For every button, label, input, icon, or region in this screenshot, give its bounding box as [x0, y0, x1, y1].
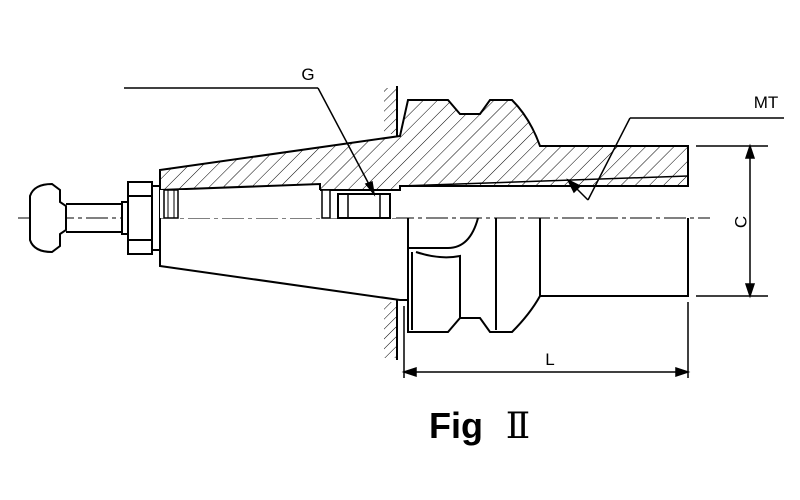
- pull-stud: [29, 181, 161, 255]
- figure-caption: Fig: [429, 405, 483, 446]
- leader-g: [124, 87, 376, 197]
- label-mt: MT: [754, 93, 779, 112]
- holder-body-outline: [159, 175, 689, 333]
- spindle-wall: [384, 86, 398, 360]
- dimension-l: [401, 302, 691, 378]
- label-c: C: [731, 216, 750, 228]
- figure-numeral: Ⅱ: [506, 406, 530, 447]
- holder-body-section: [159, 99, 689, 219]
- dimension-c: [696, 143, 768, 299]
- label-g: G: [301, 65, 314, 84]
- leader-mt: [566, 117, 784, 201]
- label-l: L: [545, 350, 554, 369]
